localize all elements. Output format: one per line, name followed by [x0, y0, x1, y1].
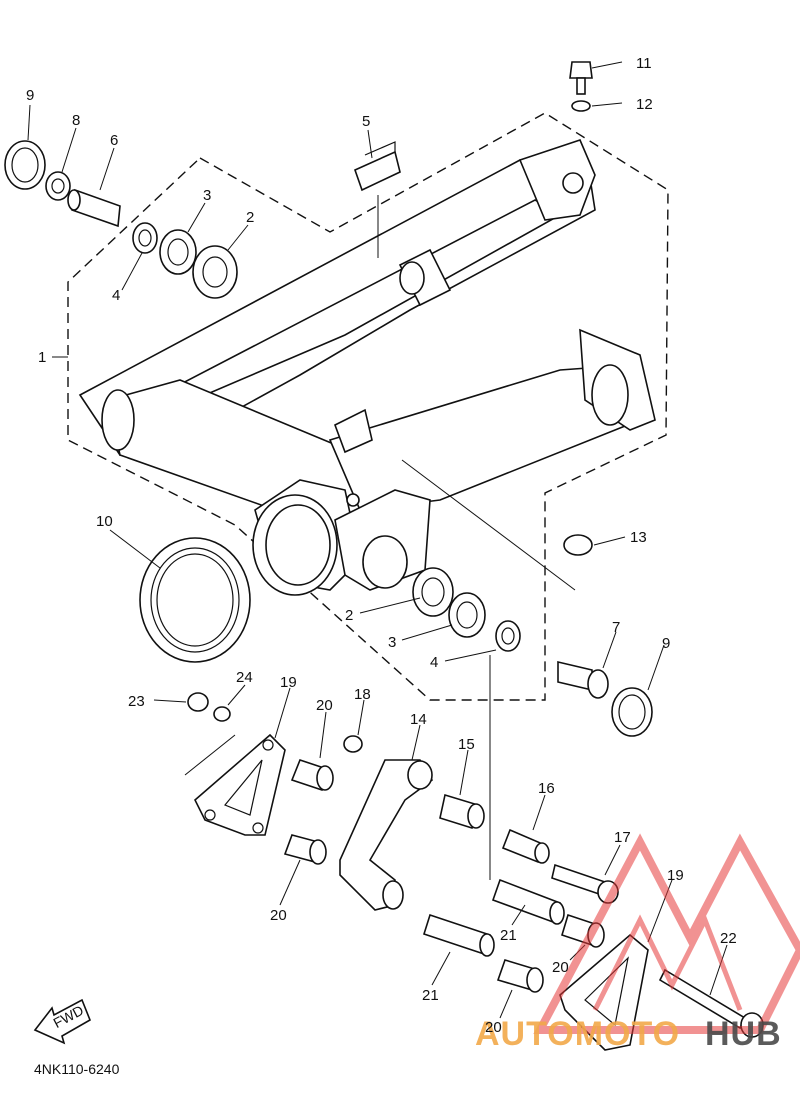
callout-6: 6	[110, 132, 118, 149]
part-6-pivot-shaft	[67, 188, 121, 228]
centre-lines	[184, 195, 576, 880]
callout-2: 2	[246, 209, 254, 226]
callout-21: 21	[500, 927, 517, 944]
callout-7: 7	[612, 619, 620, 636]
part-3-seal-right	[448, 592, 486, 638]
part-15-collar	[439, 793, 485, 830]
part-4-collar-right	[495, 620, 521, 652]
callout-10: 10	[96, 513, 113, 530]
part-2-bearing-left	[192, 245, 238, 299]
callout-4: 4	[430, 654, 438, 671]
part-20-bushing-b	[283, 834, 327, 865]
callout-12: 12	[636, 96, 653, 113]
part-14-arm	[339, 759, 434, 911]
part-8-nut	[45, 171, 71, 201]
callout-1: 1	[38, 349, 46, 366]
part-9-cap-left	[4, 140, 46, 190]
part-21-collar-a	[491, 878, 565, 925]
callout-2: 2	[345, 607, 353, 624]
part-2-bearing-right	[412, 567, 454, 617]
callout-13: 13	[630, 529, 647, 546]
part-24-washer	[213, 706, 231, 722]
svg-text:AUTOMOTO: AUTOMOTO	[475, 1015, 680, 1053]
part-7-bolt	[557, 660, 609, 699]
callout-14: 14	[410, 711, 427, 728]
part-16-collar	[501, 828, 550, 864]
callout-19: 19	[667, 867, 684, 884]
callout-3: 3	[203, 187, 211, 204]
fwd-arrow-icon: FWD	[33, 998, 92, 1045]
part-20-bushing-d	[496, 959, 544, 993]
part-5-guard	[354, 141, 401, 192]
leader-lines	[27, 61, 728, 1019]
diagram-code: 4NK110-6240	[34, 1061, 120, 1077]
callout-9: 9	[26, 87, 34, 104]
callout-20: 20	[316, 697, 333, 714]
watermark-text: AUTOMOTO HUB	[475, 1015, 782, 1053]
svg-text:HUB: HUB	[705, 1015, 782, 1053]
part-19-plate-left	[194, 733, 286, 836]
callout-11: 11	[636, 55, 652, 72]
callout-21: 21	[422, 987, 439, 1004]
part-11-bolt	[569, 61, 593, 95]
part-10-ring	[139, 537, 251, 663]
callouts: 1 2 2 3 3 4 4 5 6 7 8 9 9 10 11 12 13 14…	[26, 55, 737, 1036]
callout-17: 17	[614, 829, 631, 846]
part-12-washer	[571, 100, 591, 112]
part-9-cap-right	[611, 687, 653, 737]
part-20-bushing-a	[290, 759, 334, 791]
callout-18: 18	[354, 686, 371, 703]
part-4-collar-left	[132, 222, 158, 254]
callout-5: 5	[362, 113, 370, 130]
callout-20: 20	[485, 1019, 502, 1036]
callout-20: 20	[270, 907, 287, 924]
part-3-seal-left	[159, 229, 197, 275]
part-21-collar-b	[423, 913, 495, 957]
callout-24: 24	[236, 669, 253, 686]
callout-9: 9	[662, 635, 670, 652]
callout-3: 3	[388, 634, 396, 651]
watermark-logo	[533, 833, 800, 1034]
callout-8: 8	[72, 112, 80, 129]
callout-16: 16	[538, 780, 555, 797]
part-18-nut	[343, 735, 363, 753]
callout-22: 22	[720, 930, 737, 947]
callout-19: 19	[280, 674, 297, 691]
callout-15: 15	[458, 736, 475, 753]
callout-20: 20	[552, 959, 569, 976]
assembly-boundary	[67, 112, 669, 701]
part-13-cap	[563, 534, 593, 556]
part-23-nut	[187, 692, 209, 712]
callout-4: 4	[112, 287, 120, 304]
callout-23: 23	[128, 693, 145, 710]
swingarm-body	[78, 139, 656, 596]
